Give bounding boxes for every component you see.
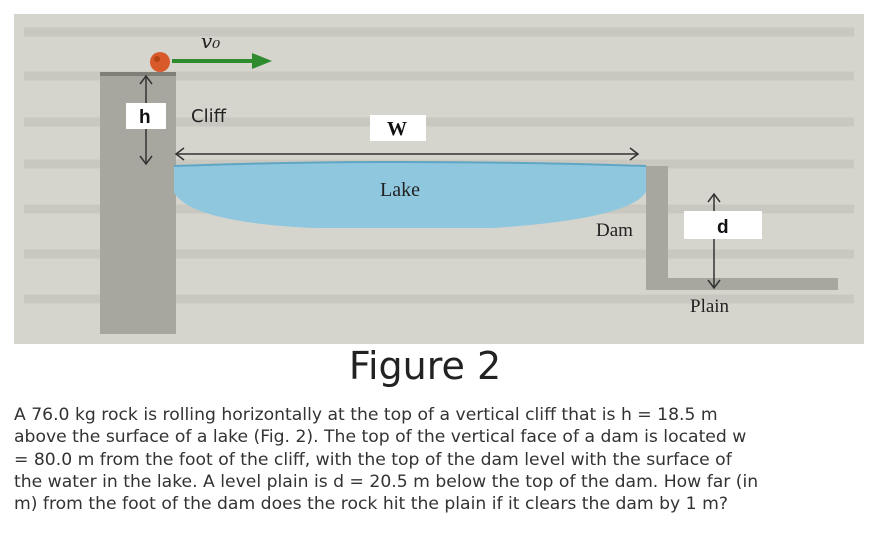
dam-wall xyxy=(646,166,668,290)
dam-label: Dam xyxy=(596,220,633,241)
figure-diagram: v₀ h Cliff W Lake Dam d Plain xyxy=(14,14,864,344)
lake-water xyxy=(174,162,646,228)
velocity-arrow xyxy=(252,53,272,69)
w-dimension-arrow xyxy=(174,147,640,161)
problem-text: A 76.0 kg rock is rolling horizontally a… xyxy=(14,405,759,515)
d-label: d xyxy=(717,217,729,238)
plain-label: Plain xyxy=(690,296,730,317)
cliff-label: Cliff xyxy=(191,106,227,127)
plain-ground xyxy=(668,278,838,290)
w-label: W xyxy=(387,118,407,140)
d-dimension-arrow xyxy=(707,192,721,290)
figure-caption: Figure 2 xyxy=(348,344,502,388)
h-label: h xyxy=(139,107,151,128)
lake-label: Lake xyxy=(380,179,420,201)
v0-label: v₀ xyxy=(201,29,220,53)
diagram-svg: v₀ h Cliff W Lake Dam d Plain xyxy=(24,27,854,334)
rock xyxy=(150,52,170,72)
